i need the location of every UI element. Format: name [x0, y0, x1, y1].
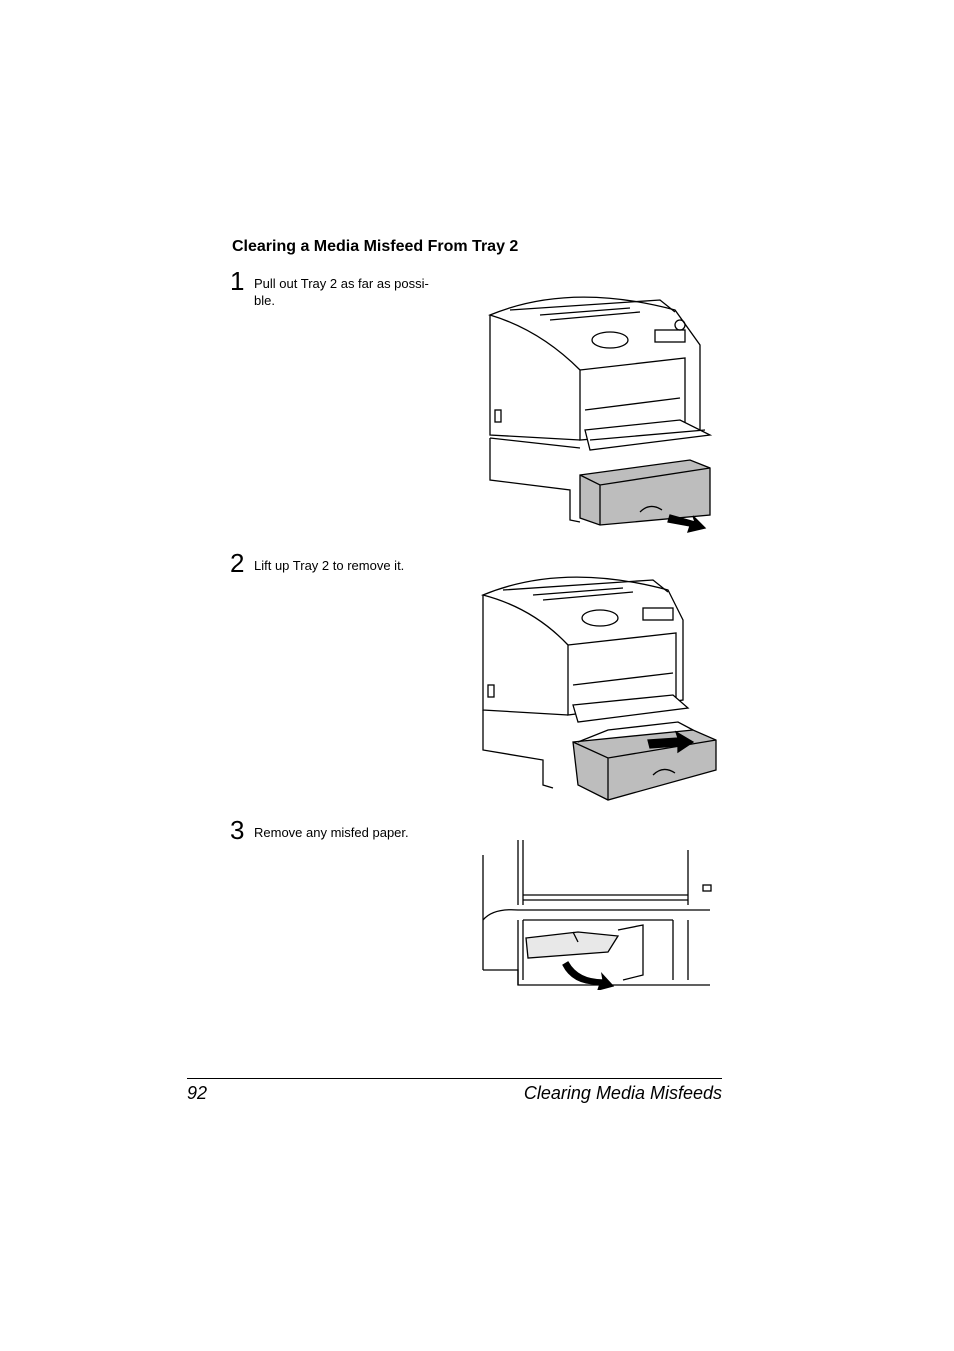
- step-2-number: 2: [230, 548, 245, 578]
- step-2-text: Lift up Tray 2 to remove it.: [254, 557, 454, 574]
- step-1-number: 1: [230, 266, 245, 296]
- step-1-text: Pull out Tray 2 as far as possi- ble.: [254, 275, 454, 309]
- step-3-number: 3: [230, 815, 245, 845]
- footer-section-title: Clearing Media Misfeeds: [523, 1083, 722, 1103]
- page-number: 92: [187, 1083, 208, 1103]
- step-1-text-line-2: ble.: [254, 293, 275, 308]
- step-2-text-line-1: Lift up Tray 2 to remove it.: [254, 558, 405, 573]
- step-3-text: Remove any misfed paper.: [254, 824, 454, 841]
- misfed-paper-removal-illustration: [482, 840, 712, 990]
- step-3-text-line-1: Remove any misfed paper.: [254, 825, 409, 840]
- section-heading: Clearing a Media Misfeed From Tray 2: [232, 238, 519, 255]
- footer-rule: [187, 1078, 722, 1079]
- step-1-text-line-1: Pull out Tray 2 as far as possi-: [254, 276, 429, 291]
- printer-tray-pulled-out-illustration: [488, 296, 713, 533]
- printer-tray-lifted-illustration: [480, 576, 717, 801]
